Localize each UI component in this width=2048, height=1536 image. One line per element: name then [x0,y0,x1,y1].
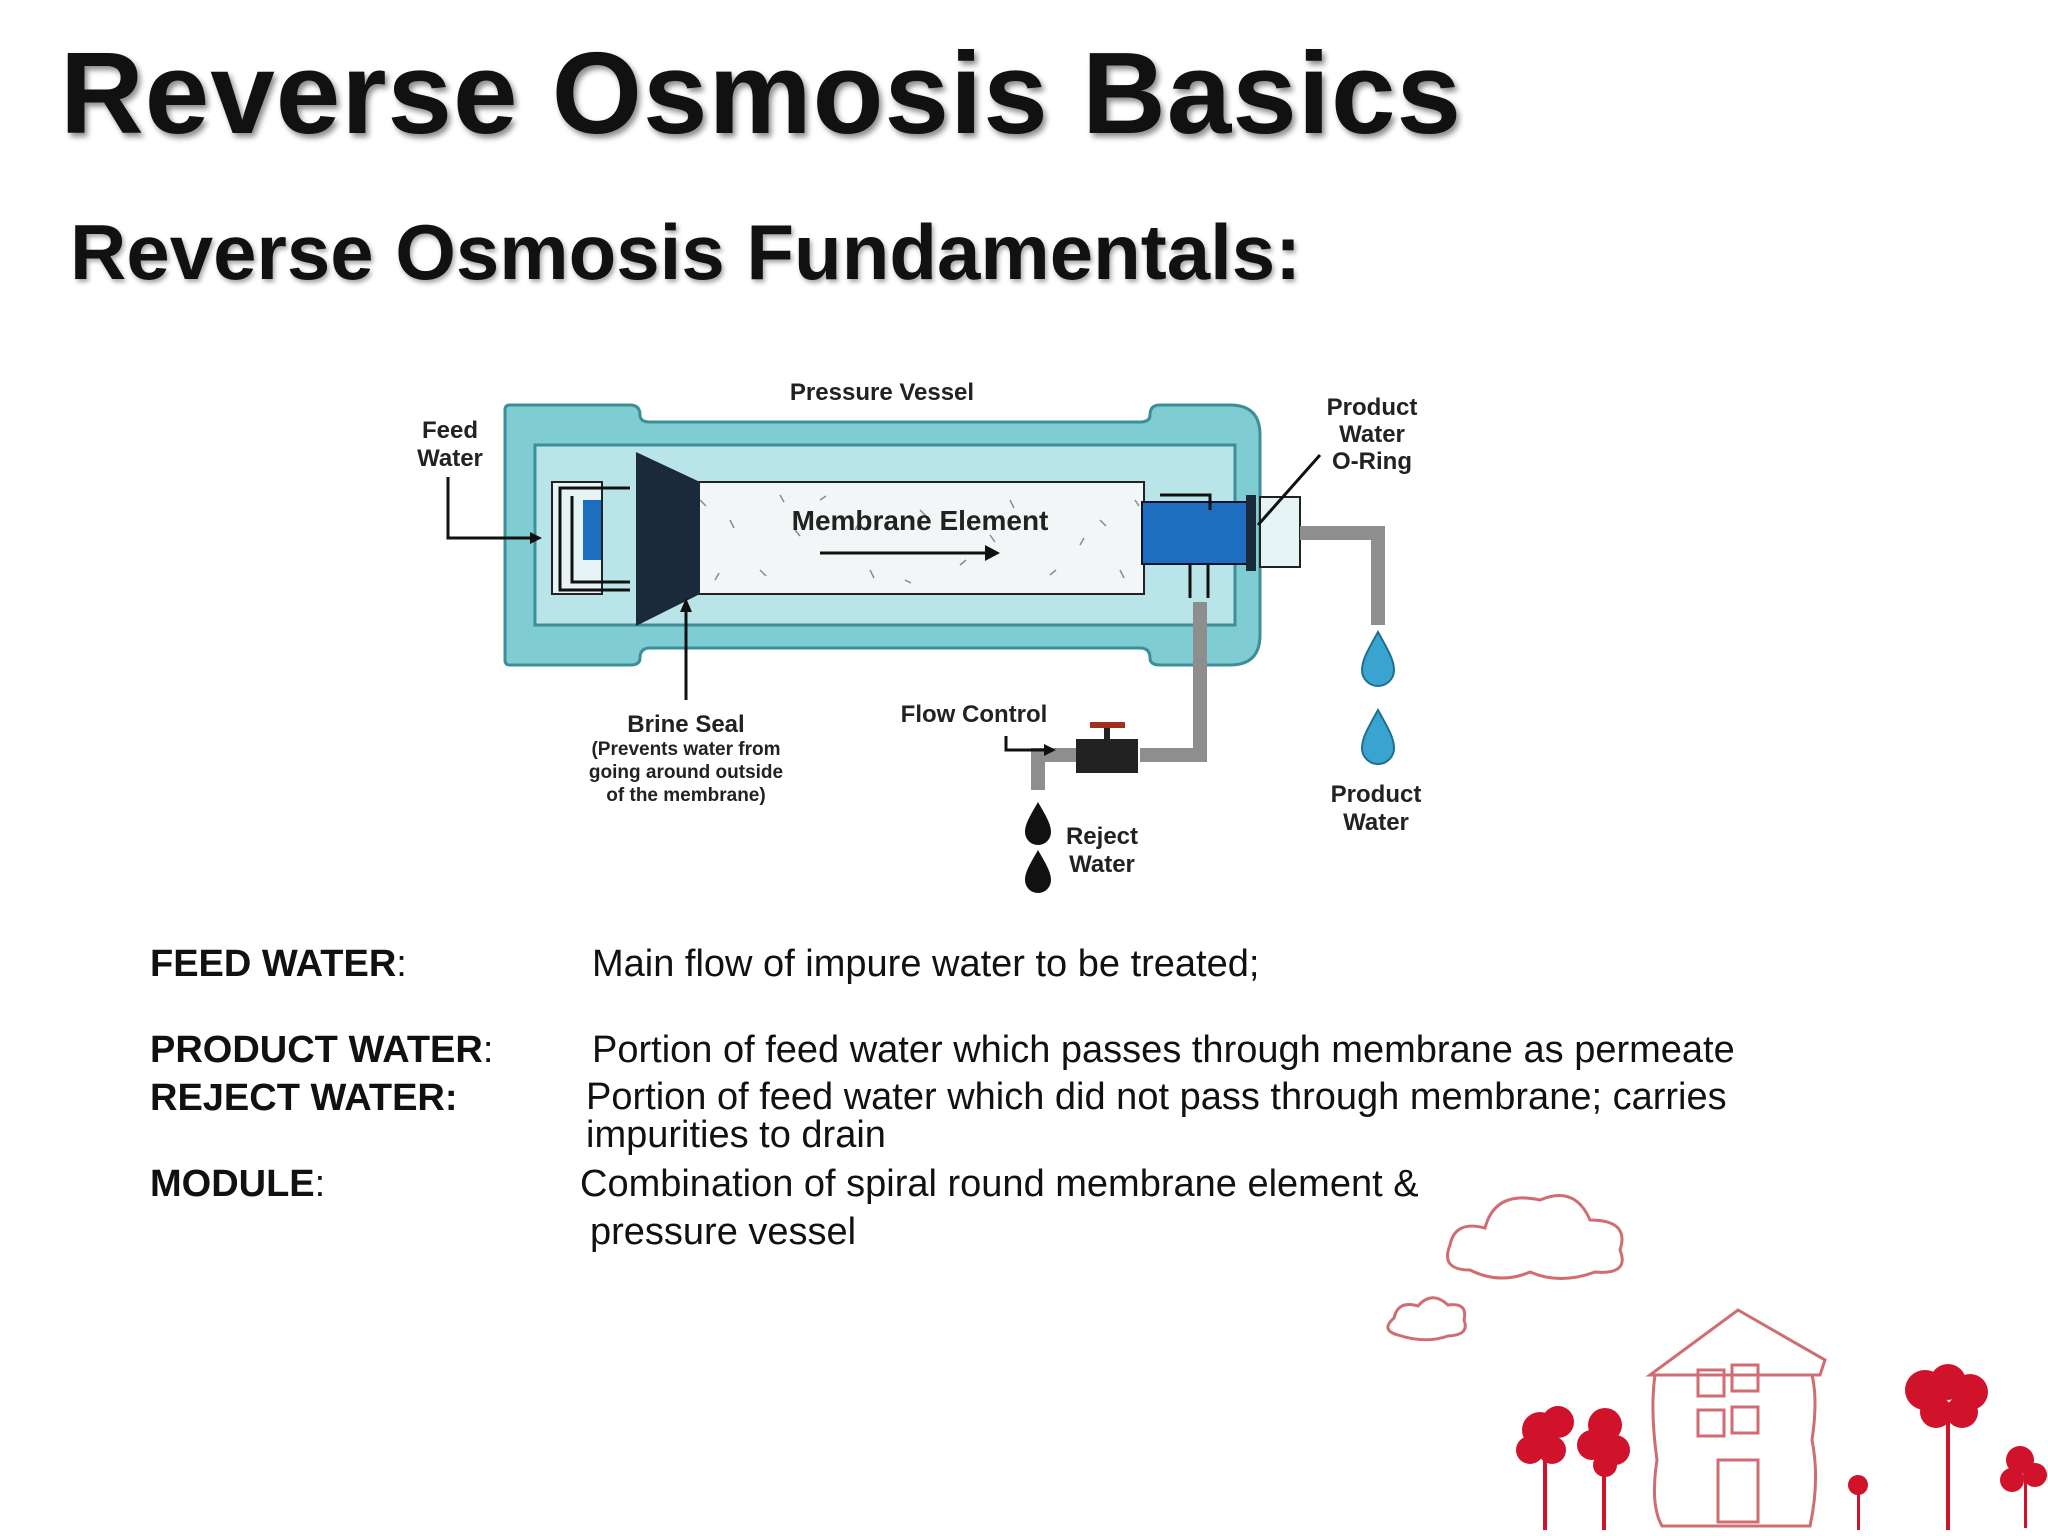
outlet-flow-arrows [1160,493,1212,598]
product-pipe [1300,526,1385,625]
label-brine-note-line3: of the membrane) [606,785,765,806]
label-reject-water-line1: Reject [1066,823,1138,850]
feed-inlet-core [583,500,601,560]
def-product-water: Portion of feed water which passes throu… [592,1029,1735,1071]
label-product-oring-line1: Product [1327,394,1418,421]
label-membrane-element: Membrane Element [792,505,1049,536]
o-ring [1246,495,1256,571]
label-flow-control: Flow Control [901,701,1048,728]
product-tube [1141,501,1248,565]
reject-drop-2 [1025,850,1051,893]
label-product-water-line1: Product [1331,781,1422,808]
label-feed-water-line1: Feed [422,417,478,444]
flow-arrow [820,545,1000,561]
slide-title: Reverse Osmosis Basics [60,28,1462,158]
term-product-water: PRODUCT WATER: [150,1029,494,1071]
outlet-fitting [1259,496,1301,568]
flow-control-valve [1076,739,1138,773]
def-feed-water: Main flow of impure water to be treated; [592,943,1260,985]
label-brine-seal: Brine Seal [627,711,744,738]
slide-subtitle: Reverse Osmosis Fundamentals: [70,208,1302,296]
def-module-line1: Combination of spiral round membrane ele… [580,1163,1419,1205]
label-brine-note-line2: going around outside [589,762,783,783]
term-module: MODULE: [150,1163,326,1205]
house-icon [1645,1308,1827,1528]
label-brine-note-line1: (Prevents water from [591,739,780,760]
reject-outlet-pipe [1031,748,1080,790]
label-feed-water-line2: Water [417,445,483,472]
callout-lines [446,454,1322,756]
term-reject-water: REJECT WATER: [150,1077,458,1119]
trees-icon [1516,1364,2047,1530]
label-reject-water-line2: Water [1069,851,1135,878]
def-module-line2: pressure vessel [590,1211,857,1253]
product-drop-1 [1360,629,1396,687]
term-feed-water: FEED WATER: [150,943,407,985]
label-pressure-vessel: Pressure Vessel [790,379,974,406]
label-product-water-line2: Water [1343,809,1409,836]
def-reject-water: Portion of feed water which did not pass… [586,1076,1727,1156]
ro-diagram: Pressure Vessel Feed Water Product Water… [417,379,1422,893]
cloud-small-icon [1386,1296,1467,1342]
cloud-large-icon [1446,1194,1624,1280]
reject-drop-1 [1025,802,1051,845]
brine-seal [636,452,700,626]
label-product-oring-line3: O-Ring [1332,448,1412,475]
feed-flow-arrows [558,486,630,592]
label-product-oring-line2: Water [1339,421,1405,448]
membrane-element [669,481,1145,595]
reject-pipe [1140,602,1207,762]
decorative-scene [1386,1194,2047,1530]
product-drop-2 [1360,707,1396,765]
